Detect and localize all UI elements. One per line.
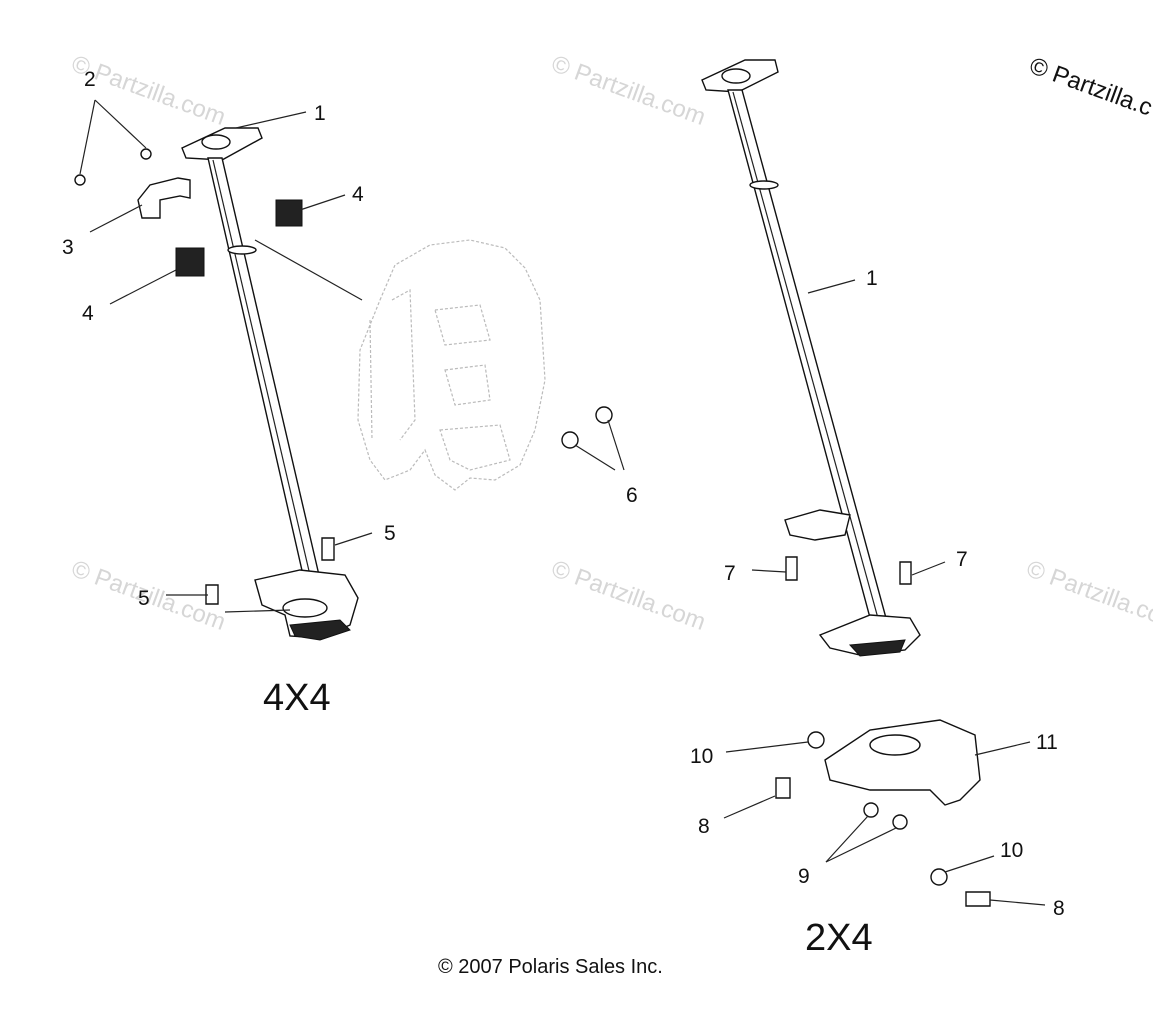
watermark: © Partzilla.com xyxy=(548,555,709,636)
callout: 8 xyxy=(698,815,710,838)
callout: 1 xyxy=(866,267,878,290)
variant-label-2x4: 2X4 xyxy=(805,917,873,959)
callout: 2 xyxy=(84,68,96,91)
copyright-text: © 2007 Polaris Sales Inc. xyxy=(438,956,663,978)
callout: 7 xyxy=(724,562,736,585)
variant-label-4x4: 4X4 xyxy=(263,677,331,719)
callout: 5 xyxy=(384,522,396,545)
callout: 4 xyxy=(352,183,364,206)
callout: 1 xyxy=(314,102,326,125)
callout: 11 xyxy=(1036,731,1058,754)
callout: 4 xyxy=(82,302,94,325)
left-small-parts xyxy=(74,148,613,605)
watermark-corner: © Partzilla.c xyxy=(1026,52,1153,121)
callout: 9 xyxy=(798,865,810,888)
frame-outline xyxy=(357,239,546,491)
steering-column-2x4 xyxy=(701,59,921,657)
callout: 5 xyxy=(138,587,150,610)
callout: 8 xyxy=(1053,897,1065,920)
callout: 3 xyxy=(62,236,74,259)
callout: 10 xyxy=(690,745,713,768)
steering-column-4x4 xyxy=(181,127,359,641)
watermark: © Partzilla.com xyxy=(1023,555,1153,636)
leader-lines xyxy=(79,99,1046,906)
callout: 6 xyxy=(626,484,638,507)
callout: 7 xyxy=(956,548,968,571)
callouts: 2 1 3 4 4 5 5 6 1 7 7 10 11 8 9 10 8 xyxy=(62,68,1065,920)
right-small-parts xyxy=(775,556,991,907)
watermark: © Partzilla.com xyxy=(548,50,709,131)
callout: 10 xyxy=(1000,839,1023,862)
